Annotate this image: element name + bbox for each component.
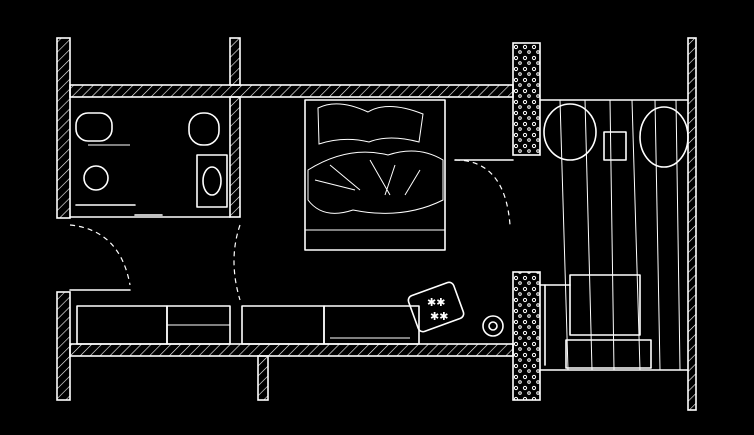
bed — [304, 99, 446, 251]
wall-right-upper — [512, 42, 541, 156]
washbasin-left — [83, 165, 109, 191]
side-table — [603, 131, 627, 161]
bathroom — [69, 112, 228, 291]
wall-top-divider — [229, 37, 241, 86]
bedroom: ✱✱ ✱✱ — [76, 99, 514, 345]
wall-bottom-divider — [257, 355, 269, 401]
wall-right-lower — [512, 271, 541, 401]
bathroom-door-swing — [69, 224, 131, 286]
dresser — [241, 305, 325, 345]
balcony — [539, 99, 689, 371]
hall-door-swing — [233, 224, 241, 301]
bidet — [75, 112, 113, 142]
pillows — [317, 103, 424, 145]
wall-bathroom-partition — [229, 96, 241, 218]
washbasin-right — [202, 166, 222, 196]
dresser-right — [323, 305, 420, 345]
cushion-pattern: ✱✱ — [430, 310, 448, 323]
wall-balcony-edge — [687, 37, 697, 411]
cushion-pattern: ✱✱ — [427, 296, 445, 309]
cushion — [407, 281, 465, 333]
wall-top — [69, 84, 514, 98]
wardrobe-left — [76, 305, 168, 345]
duvet — [307, 150, 444, 214]
lounger — [569, 274, 641, 336]
walls — [56, 37, 697, 411]
deck-boards — [559, 99, 681, 371]
sink-cabinet — [196, 154, 228, 208]
wall-left-lower — [56, 291, 71, 401]
toilet — [188, 112, 220, 146]
lamp — [482, 315, 504, 337]
armchair-right — [639, 106, 689, 168]
lounger-base — [565, 339, 652, 369]
wall-left-upper — [56, 37, 71, 219]
bedroom-door-swing — [454, 159, 511, 226]
armchair-left — [543, 103, 597, 161]
wall-bottom — [69, 343, 514, 357]
